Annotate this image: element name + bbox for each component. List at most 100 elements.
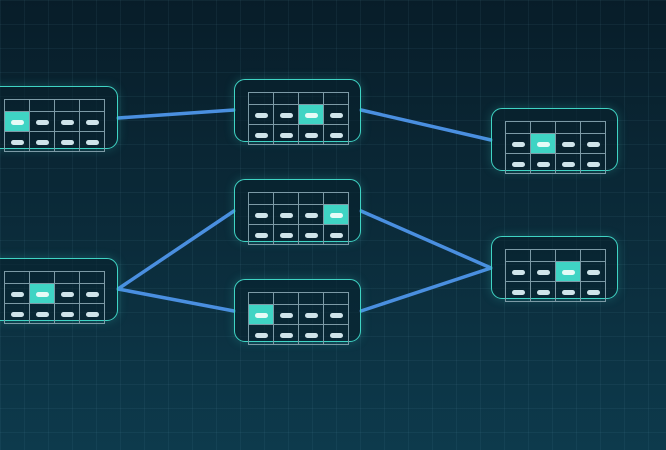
cell-value-pill xyxy=(511,290,525,295)
highlighted-cell xyxy=(298,104,324,125)
table-cell xyxy=(248,124,274,145)
node-table-n4 xyxy=(248,192,349,245)
cell-value-pill xyxy=(329,333,343,338)
table-cell xyxy=(248,104,274,125)
cell-value-pill xyxy=(85,120,99,125)
table-header-cell xyxy=(29,99,55,112)
table-cell xyxy=(323,124,349,145)
edge-n4-n7 xyxy=(359,209,493,270)
table-header-cell xyxy=(323,292,349,305)
table-cell xyxy=(29,111,55,132)
table-cell xyxy=(273,304,299,325)
table-header-cell xyxy=(273,292,299,305)
table-header-cell xyxy=(530,121,556,134)
table-header-cell xyxy=(298,192,324,205)
table-cell xyxy=(29,131,55,152)
cell-value-pill xyxy=(60,140,74,145)
table-header-cell xyxy=(4,271,30,284)
cell-value-pill xyxy=(254,113,268,118)
cell-value-pill xyxy=(10,292,24,297)
highlighted-cell xyxy=(530,133,556,154)
table-cell xyxy=(298,304,324,325)
cell-value-pill xyxy=(60,120,74,125)
cell-value-pill xyxy=(511,270,525,275)
table-cell xyxy=(273,104,299,125)
edge-n2-n3 xyxy=(359,108,493,142)
cell-value-pill xyxy=(35,140,49,145)
table-header-cell xyxy=(530,249,556,262)
table-header-cell xyxy=(248,192,274,205)
cell-value-pill xyxy=(561,142,575,147)
table-header-cell xyxy=(323,92,349,105)
table-header-cell xyxy=(248,292,274,305)
cell-value-pill xyxy=(279,313,293,318)
cell-value-pill xyxy=(329,313,343,318)
table-cell xyxy=(555,133,581,154)
cell-value-pill xyxy=(561,270,575,275)
cell-value-pill xyxy=(254,233,268,238)
table-cell xyxy=(248,204,274,225)
table-header-cell xyxy=(580,249,606,262)
table-header-cell xyxy=(273,92,299,105)
node-table-n1 xyxy=(4,99,105,152)
cell-value-pill xyxy=(586,290,600,295)
node-table-n6 xyxy=(248,292,349,345)
cell-value-pill xyxy=(536,270,550,275)
table-header-cell xyxy=(29,271,55,284)
table-cell xyxy=(54,131,80,152)
cell-value-pill xyxy=(35,292,49,297)
cell-value-pill xyxy=(536,162,550,167)
table-cell xyxy=(54,111,80,132)
table-header-cell xyxy=(323,192,349,205)
cell-value-pill xyxy=(304,113,318,118)
cell-value-pill xyxy=(60,312,74,317)
table-header-cell xyxy=(298,92,324,105)
table-cell xyxy=(580,133,606,154)
table-header-cell xyxy=(54,271,80,284)
table-cell xyxy=(248,324,274,345)
cell-value-pill xyxy=(304,333,318,338)
cell-value-pill xyxy=(329,113,343,118)
table-header-cell xyxy=(4,99,30,112)
table-cell xyxy=(298,204,324,225)
cell-value-pill xyxy=(35,312,49,317)
table-cell xyxy=(298,124,324,145)
cell-value-pill xyxy=(536,290,550,295)
cell-value-pill xyxy=(10,140,24,145)
table-cell xyxy=(273,124,299,145)
cell-value-pill xyxy=(561,290,575,295)
table-cell xyxy=(4,283,30,304)
cell-value-pill xyxy=(60,292,74,297)
cell-value-pill xyxy=(304,233,318,238)
table-header-cell xyxy=(298,292,324,305)
cell-value-pill xyxy=(85,312,99,317)
table-cell xyxy=(54,283,80,304)
cell-value-pill xyxy=(279,113,293,118)
table-cell xyxy=(323,224,349,245)
edge-n1-n2 xyxy=(116,108,236,120)
highlighted-cell xyxy=(323,204,349,225)
table-cell xyxy=(580,261,606,282)
table-cell xyxy=(505,261,531,282)
highlighted-cell xyxy=(4,111,30,132)
cell-value-pill xyxy=(586,162,600,167)
table-cell xyxy=(323,324,349,345)
table-cell xyxy=(530,281,556,302)
table-header-cell xyxy=(555,121,581,134)
cell-value-pill xyxy=(10,120,24,125)
cell-value-pill xyxy=(254,313,268,318)
highlighted-cell xyxy=(29,283,55,304)
cell-value-pill xyxy=(329,133,343,138)
cell-value-pill xyxy=(511,162,525,167)
table-header-cell xyxy=(273,192,299,205)
table-cell xyxy=(29,303,55,324)
table-cell xyxy=(530,153,556,174)
cell-value-pill xyxy=(329,233,343,238)
table-header-cell xyxy=(79,271,105,284)
cell-value-pill xyxy=(536,142,550,147)
table-cell xyxy=(580,281,606,302)
cell-value-pill xyxy=(85,292,99,297)
cell-value-pill xyxy=(329,213,343,218)
table-cell xyxy=(555,281,581,302)
